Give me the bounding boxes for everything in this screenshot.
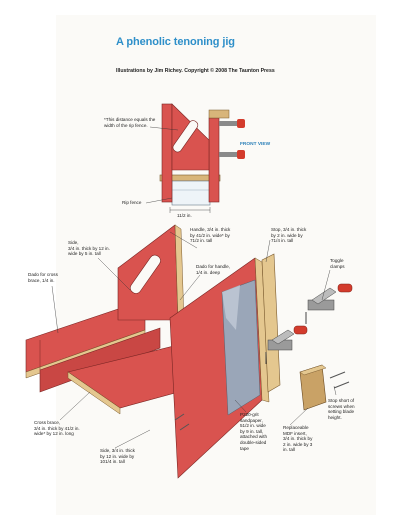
toggle-clamp-lower	[265, 325, 308, 364]
label-side-right: Side, 3/4 in. thick by 12 in. wide by 10…	[100, 448, 135, 465]
toggle-clamp-upper	[305, 283, 353, 324]
label-stop: Stop, 3/4 in. thick by 2 in. wide by 71/…	[271, 227, 307, 244]
exploded-view-drawing	[25, 224, 353, 479]
label-sandpaper: P220-grit sandpaper, 51/2 in. wide by 9 …	[240, 412, 268, 451]
page-title: A phenolic tenoning jig	[116, 36, 235, 48]
label-side-left: Side, 3/4 in. thick by 12 in. wide by 5 …	[68, 240, 110, 257]
label-dado-cross-brace: Dado for cross brace, 1/4 in.	[28, 272, 58, 283]
dimension-label: 11/2 in.	[177, 213, 192, 218]
rip-fence-width-note: *This distance equals the width of the r…	[104, 117, 156, 128]
label-dado-handle: Dado for handle, 1/4 in. deep	[196, 264, 230, 275]
illustration-credit: Illustrations by Jim Richey. Copyright ©…	[116, 68, 275, 74]
label-mdf-insert: Replaceable MDF insert, 3/4 in. thick by…	[283, 425, 313, 453]
front-view-drawing	[145, 103, 245, 213]
rip-fence-label: Rip fence	[122, 200, 142, 205]
label-stop-short: Stop short of screws when setting blade …	[328, 398, 355, 420]
front-view-label: FRONT VIEW	[240, 142, 271, 147]
label-toggle-clamps: Toggle clamps	[330, 258, 345, 269]
label-handle: Handle, 3/4 in. thick by 41/2 in. wide* …	[190, 227, 231, 244]
label-cross-brace: Cross brace, 3/4 in. thick by 41/2 in. w…	[34, 420, 80, 437]
